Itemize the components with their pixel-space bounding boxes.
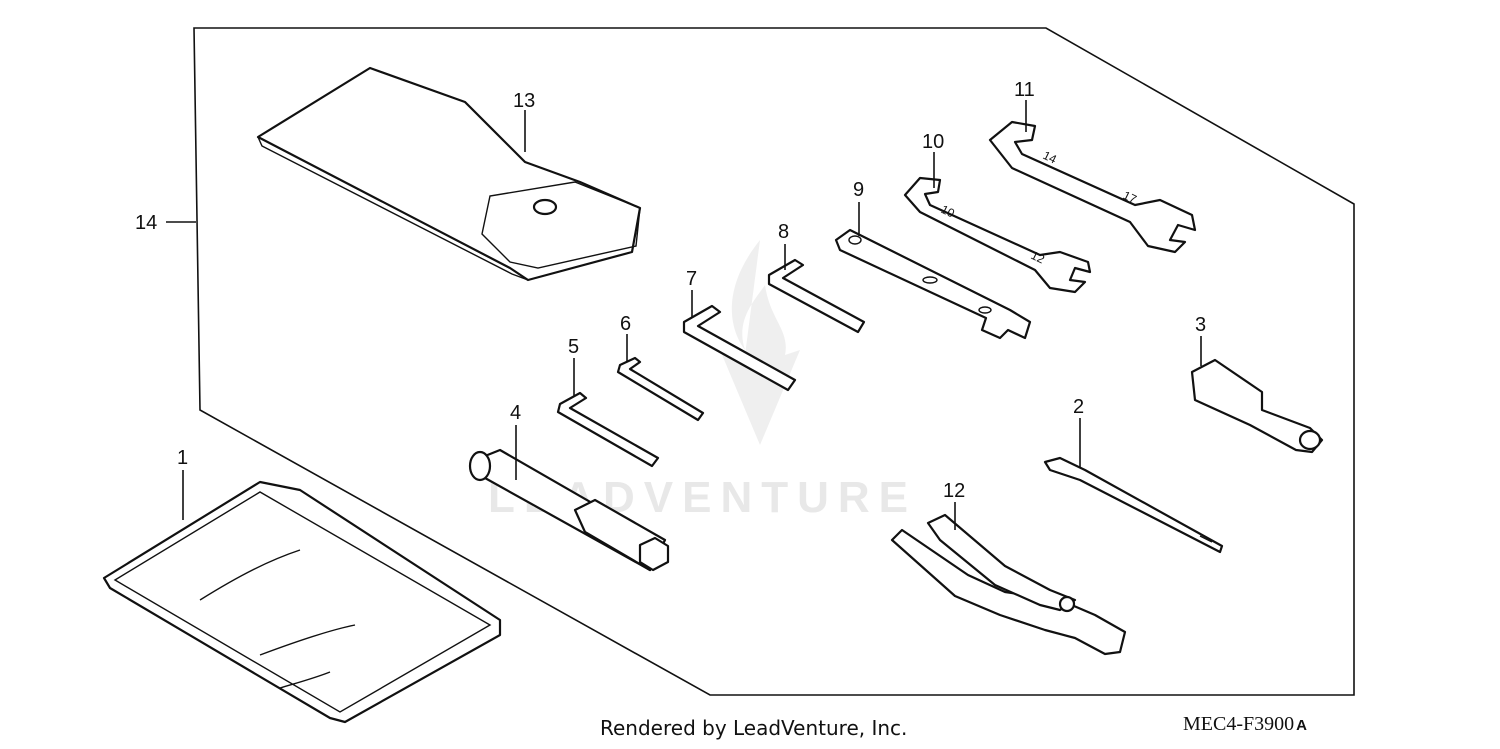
open-end-wrench-10-12: 10 12 bbox=[903, 176, 1092, 294]
callout-12: 12 bbox=[943, 480, 965, 502]
callout-1: 1 bbox=[177, 447, 188, 469]
callout-3: 3 bbox=[1195, 314, 1206, 336]
callout-14: 14 bbox=[135, 212, 157, 234]
wrench-size-14: 14 bbox=[1041, 148, 1059, 167]
callout-4: 4 bbox=[510, 402, 521, 424]
screwdriver-handle bbox=[1190, 358, 1324, 454]
callout-5: 5 bbox=[568, 336, 579, 358]
callout-13: 13 bbox=[513, 90, 535, 112]
callout-6: 6 bbox=[620, 313, 631, 335]
plastic-pouch bbox=[102, 480, 502, 724]
diagram-code-suffix: A bbox=[1296, 717, 1307, 734]
callout-8: 8 bbox=[778, 221, 789, 243]
wrench-size-12: 12 bbox=[1029, 248, 1047, 267]
open-end-wrench-14-17: 14 17 bbox=[988, 120, 1197, 254]
callout-11: 11 bbox=[1014, 79, 1035, 101]
hex-key-small bbox=[556, 391, 660, 468]
diagram-code-text: MEC4-F3900 bbox=[1183, 713, 1295, 735]
watermark-flame-logo bbox=[720, 240, 800, 445]
tool-kit-outline bbox=[193, 27, 1355, 696]
callout-7: 7 bbox=[686, 268, 697, 290]
callout-2: 2 bbox=[1073, 396, 1084, 418]
hex-key-medium bbox=[616, 356, 705, 422]
tool-bag bbox=[256, 66, 642, 282]
hex-key-large bbox=[682, 304, 797, 392]
flat-wrench bbox=[834, 228, 1032, 340]
screwdriver-bit bbox=[1043, 456, 1224, 554]
spark-plug-wrench bbox=[468, 448, 670, 572]
callout-9: 9 bbox=[853, 179, 864, 201]
credit-text: Rendered by LeadVenture, Inc. bbox=[600, 716, 908, 740]
pliers bbox=[890, 513, 1127, 656]
wrench-size-17: 17 bbox=[1121, 188, 1139, 207]
callout-10: 10 bbox=[922, 131, 944, 153]
hex-key-xl bbox=[767, 258, 866, 334]
wrench-size-10: 10 bbox=[939, 202, 957, 221]
